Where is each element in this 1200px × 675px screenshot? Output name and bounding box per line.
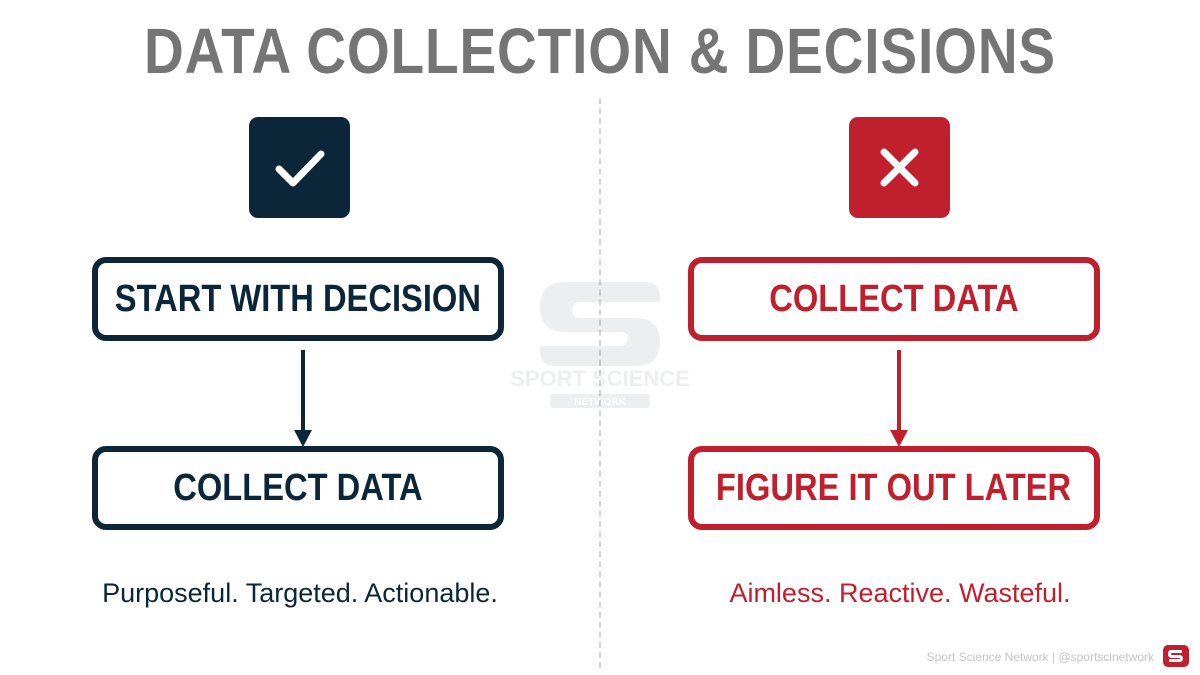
right-flow-arrow <box>890 350 908 447</box>
right-step-2-box: FIGURE IT OUT LATER <box>688 446 1100 530</box>
svg-text:NETWORK: NETWORK <box>574 397 626 408</box>
sport-science-watermark-logo: SPORT SCIENCE NETWORK <box>510 282 690 408</box>
svg-text:SPORT SCIENCE: SPORT SCIENCE <box>510 366 690 391</box>
right-step-1-box: COLLECT DATA <box>688 257 1100 341</box>
right-step-2-label: FIGURE IT OUT LATER <box>716 466 1072 509</box>
left-step-2-box: COLLECT DATA <box>92 446 504 530</box>
left-step-1-label: START WITH DECISION <box>114 277 482 320</box>
right-tagline: Aimless. Reactive. Wasteful. <box>729 578 1071 608</box>
left-tagline: Purposeful. Targeted. Actionable. <box>102 578 498 608</box>
x-mark-icon <box>880 148 919 187</box>
sport-science-network-logo <box>1163 645 1189 667</box>
left-flow-arrow <box>294 350 312 447</box>
check-box <box>249 117 350 218</box>
right-step-1-label: COLLECT DATA <box>769 277 1019 320</box>
center-divider <box>599 98 601 668</box>
checkmark-icon <box>275 150 325 187</box>
left-step-1-box: START WITH DECISION <box>92 257 504 341</box>
page-title: DATA COLLECTION & DECISIONS <box>143 15 1057 87</box>
footer-credit: Sport Science Network | @sportscinetwork <box>926 650 1154 664</box>
left-step-2-label: COLLECT DATA <box>173 466 423 509</box>
x-box <box>849 117 950 218</box>
